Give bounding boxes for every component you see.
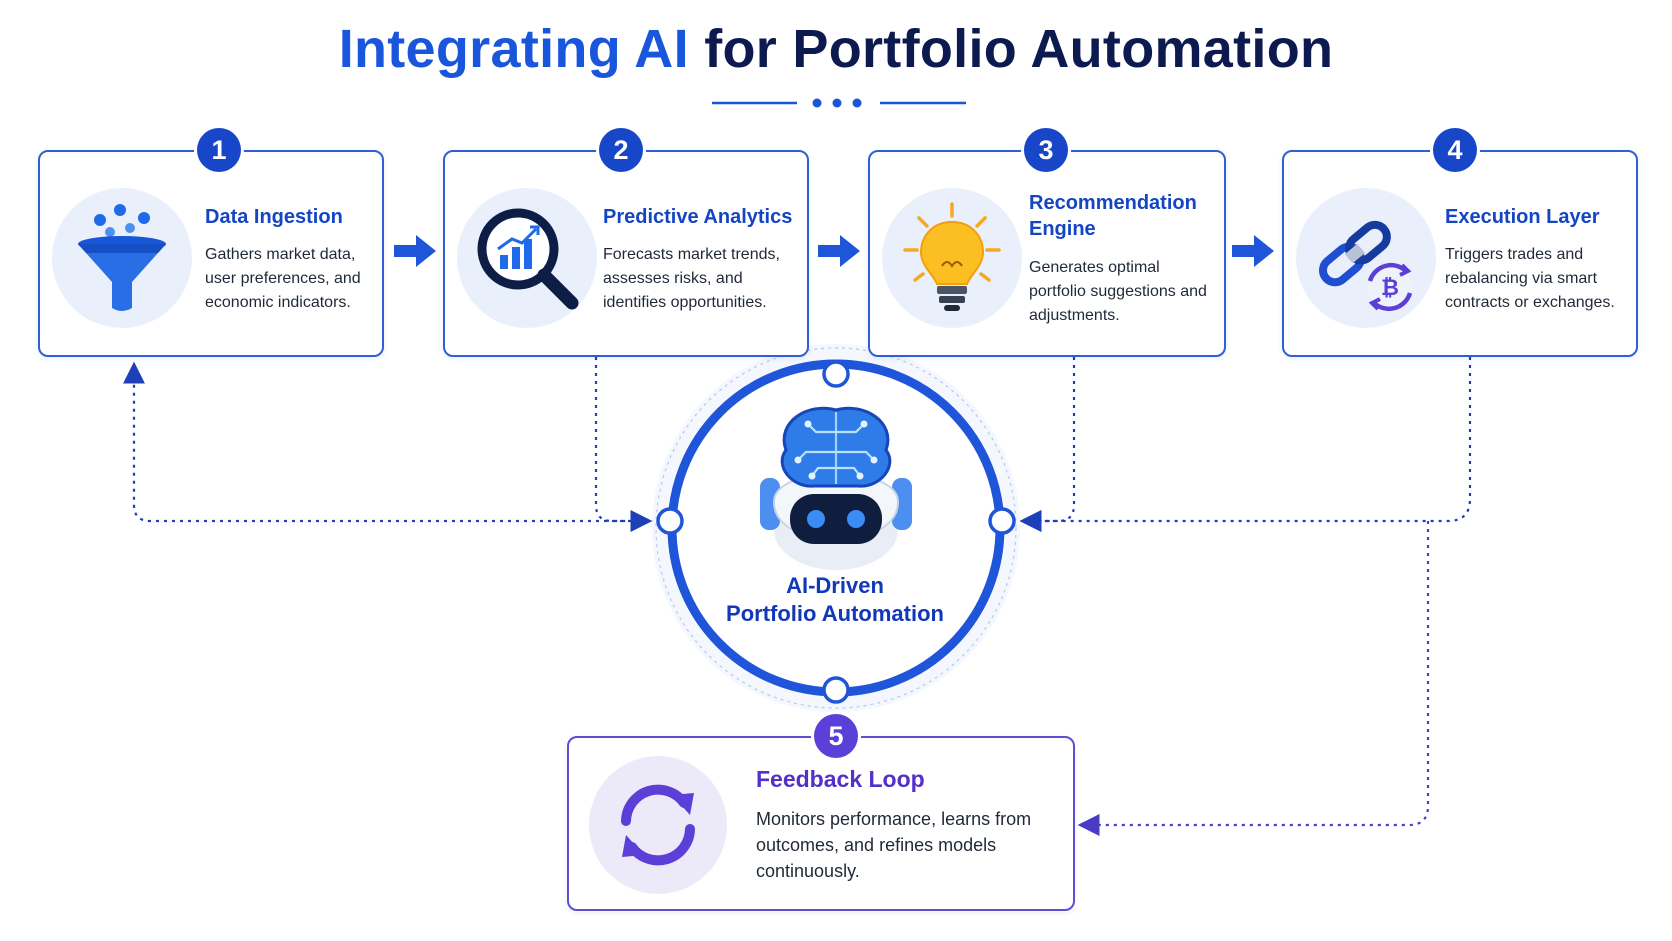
step5-title: Feedback Loop bbox=[756, 766, 925, 792]
chain-bitcoin-icon: ₿ bbox=[1319, 220, 1413, 312]
flow-arrow-3-4 bbox=[1232, 235, 1274, 267]
step3-icon-disc bbox=[882, 188, 1022, 328]
title-divider bbox=[712, 98, 966, 108]
flow-arrow-1-2 bbox=[394, 235, 436, 267]
step1-badge: 1 bbox=[197, 128, 241, 172]
step1-desc: Gathers market data, user preferences, a… bbox=[205, 246, 361, 311]
title-highlight: Integrating AI bbox=[338, 19, 689, 79]
refresh-icon bbox=[621, 784, 695, 866]
step-card-execution-layer: ₿ Execution Layer Triggers trades and re… bbox=[1282, 150, 1638, 357]
step5-icon-disc bbox=[589, 756, 727, 894]
flow-arrow-2-3 bbox=[818, 235, 860, 267]
step2-icon-disc bbox=[457, 188, 597, 328]
step3-title: Recommendation Engine bbox=[1029, 192, 1197, 240]
step2-desc: Forecasts market trends, assesses risks,… bbox=[603, 246, 780, 311]
link-hub-to-step1 bbox=[123, 361, 655, 523]
page-title: Integrating AI for Portfolio Automation bbox=[0, 18, 1672, 80]
hub-label: AI-Driven Portfolio Automation bbox=[630, 572, 1040, 628]
step1-title: Data Ingestion bbox=[205, 206, 343, 228]
title-rest: for Portfolio Automation bbox=[704, 19, 1334, 79]
link-step2-to-hub bbox=[594, 357, 653, 532]
step-card-recommendation-engine: Recommendation Engine Generates optimal … bbox=[868, 150, 1226, 357]
hub-label-line2: Portfolio Automation bbox=[726, 601, 944, 626]
step3-badge: 3 bbox=[1024, 128, 1068, 172]
step1-icon-disc bbox=[52, 188, 192, 328]
funnel-icon bbox=[78, 204, 166, 311]
hub-label-line1: AI-Driven bbox=[786, 573, 884, 598]
step4-badge: 4 bbox=[1433, 128, 1477, 172]
step4-icon-disc: ₿ bbox=[1296, 188, 1436, 328]
step-card-data-ingestion: Data Ingestion Gathers market data, user… bbox=[38, 150, 384, 357]
lightbulb-icon bbox=[903, 202, 1001, 311]
step5-desc: Monitors performance, learns from outcom… bbox=[756, 809, 1032, 881]
step2-title: Predictive Analytics bbox=[603, 206, 793, 228]
link-to-feedback bbox=[1077, 521, 1430, 836]
step3-desc: Generates optimal portfolio suggestions … bbox=[1029, 259, 1207, 324]
step-card-predictive-analytics: Predictive Analytics Forecasts market tr… bbox=[443, 150, 809, 357]
link-step3-to-hub bbox=[1019, 357, 1076, 532]
step2-badge: 2 bbox=[599, 128, 643, 172]
step5-badge: 5 bbox=[814, 714, 858, 758]
link-step4-to-hub bbox=[1019, 357, 1472, 532]
step-card-feedback-loop: Feedback Loop Monitors performance, lear… bbox=[567, 736, 1075, 911]
step4-title: Execution Layer bbox=[1445, 206, 1600, 228]
magnifier-chart-icon bbox=[477, 208, 579, 310]
svg-text:₿: ₿ bbox=[1381, 276, 1399, 301]
step4-desc: Triggers trades and rebalancing via smar… bbox=[1445, 246, 1615, 311]
robot-brain-icon bbox=[760, 406, 912, 570]
